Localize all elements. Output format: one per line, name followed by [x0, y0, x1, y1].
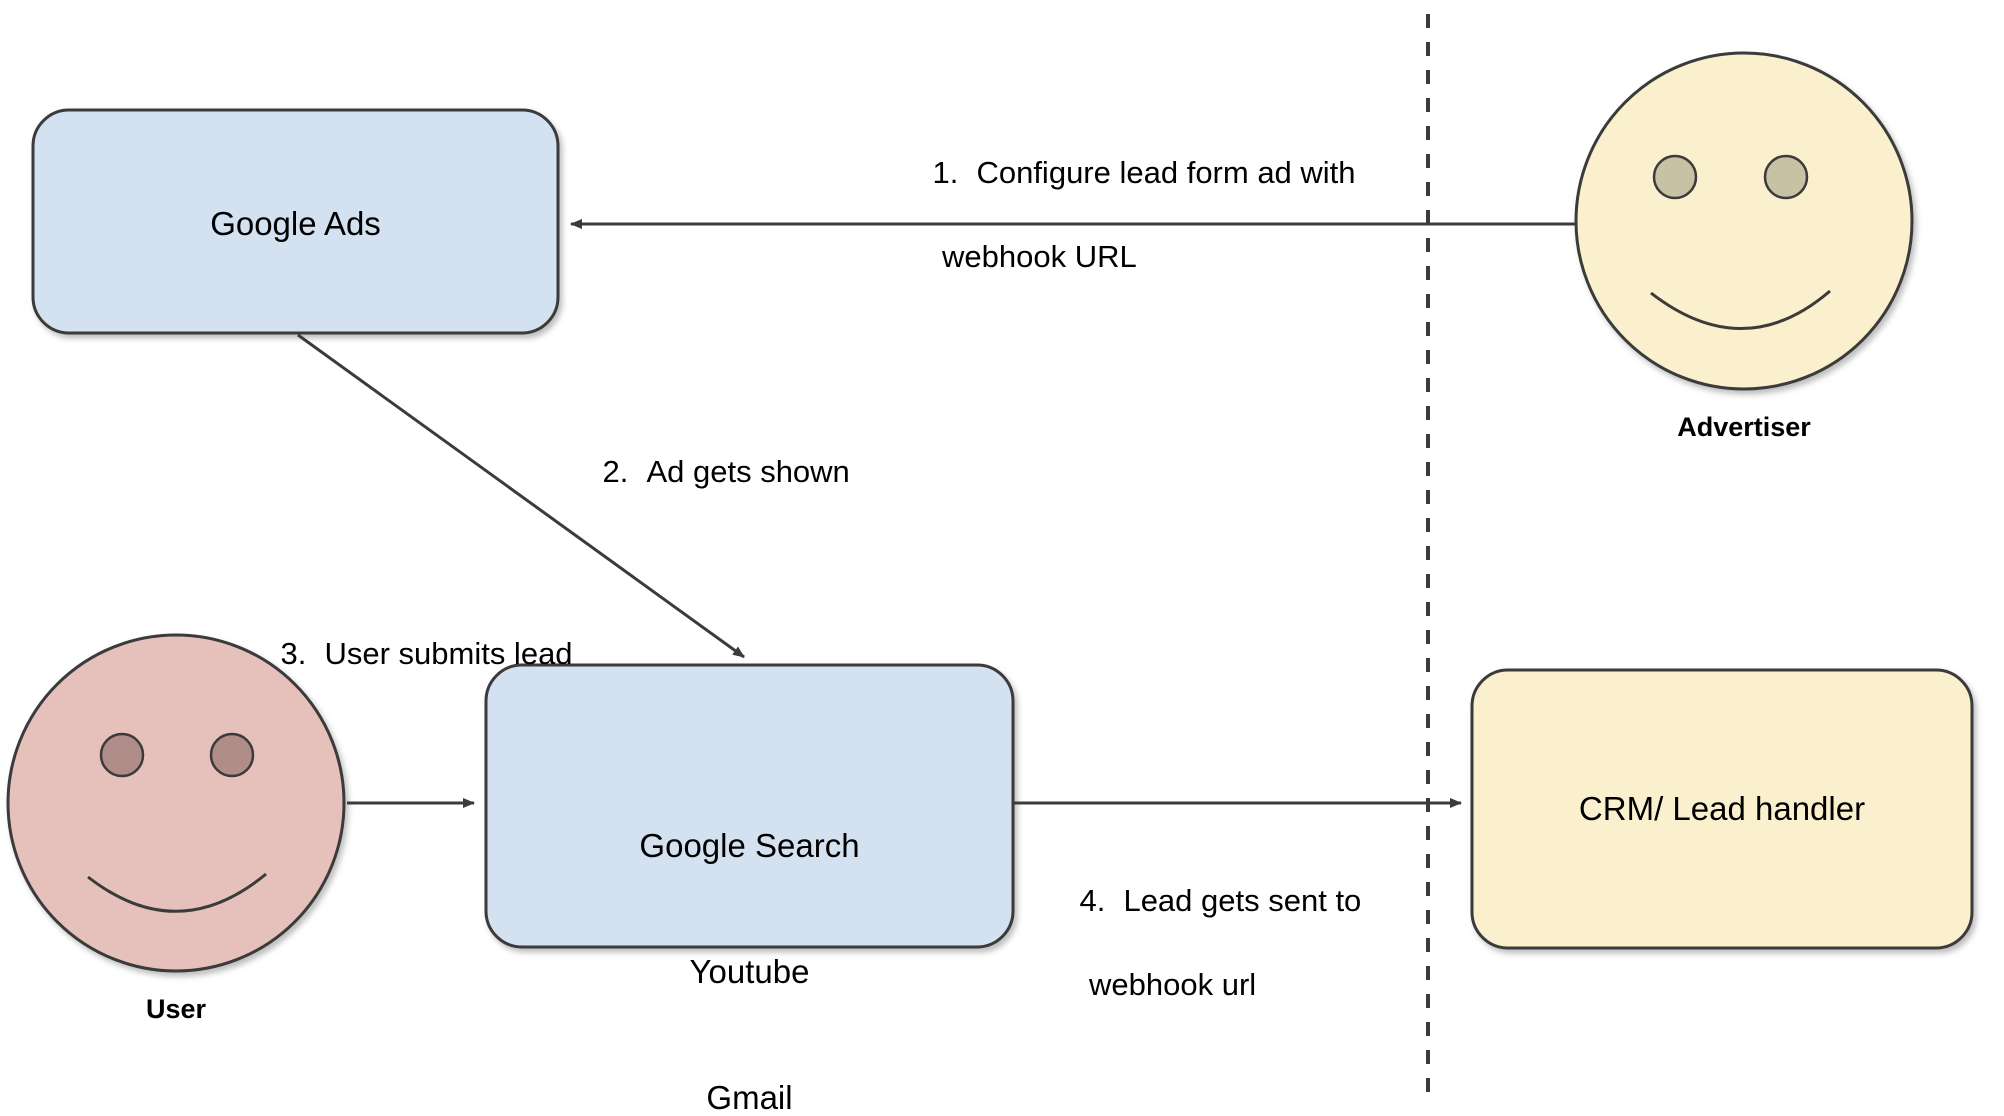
edge-step2-number: 2. — [602, 454, 629, 489]
edge-step4-number: 4. — [1079, 883, 1106, 918]
user-smile-icon — [87, 872, 267, 913]
edge-label-step2: 2. Ad gets shown — [568, 409, 850, 535]
edge-step1-text-line2: webhook URL — [942, 239, 1137, 274]
advertiser-right-eye-icon — [1763, 154, 1809, 200]
edge-step3-number: 3. — [280, 636, 307, 671]
edge-step1-text: Configure lead form ad with — [976, 155, 1356, 190]
edge-step1-number: 1. — [932, 155, 959, 190]
node-google-properties[interactable] — [484, 663, 1015, 949]
user-left-eye-icon — [99, 732, 145, 778]
node-user[interactable] — [6, 633, 346, 973]
advertiser-left-eye-icon — [1652, 154, 1698, 200]
node-crm-lead-handler[interactable] — [1470, 668, 1974, 950]
edge-label-step3: 3. User submits lead — [246, 591, 573, 717]
edge-step4-text: Lead gets sent to — [1123, 883, 1362, 918]
edge-step3-text: User submits lead — [324, 636, 573, 671]
advertiser-face-icon — [1574, 51, 1914, 391]
user-right-eye-icon — [209, 732, 255, 778]
edge-label-step1: 1. Configure lead form ad with webhook UR… — [898, 110, 1356, 362]
edge-step2-text: Ad gets shown — [646, 454, 850, 489]
node-advertiser[interactable] — [1574, 51, 1914, 391]
node-google-ads[interactable] — [31, 108, 560, 335]
edge-step2-arrow — [297, 333, 745, 659]
edge-label-step4: 4. Lead gets sent to webhook url — [1045, 838, 1361, 1090]
edge-step4-text-line2: webhook url — [1089, 967, 1257, 1002]
user-face-icon — [6, 633, 346, 973]
advertiser-smile-icon — [1650, 289, 1831, 330]
